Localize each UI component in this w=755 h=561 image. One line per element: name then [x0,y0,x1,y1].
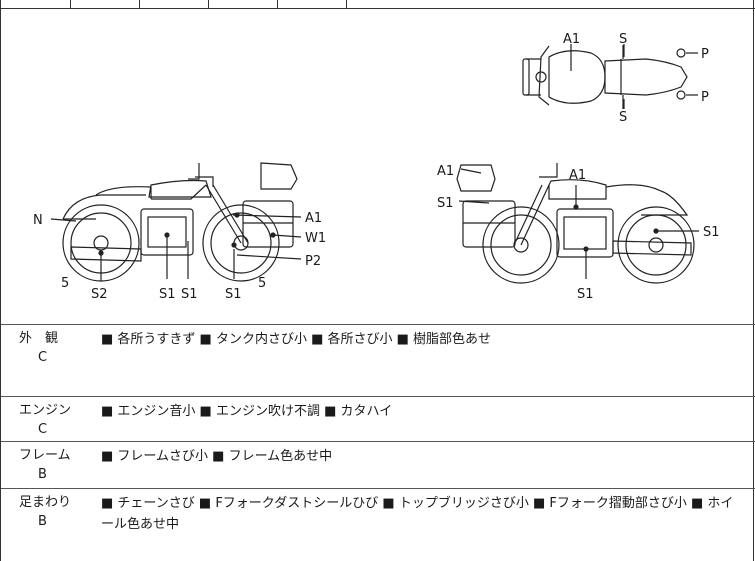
condition-notes: ■ 各所うすきず ■ タンク内さび小 ■ 各所さび小 ■ 樹脂部色あせ [101,332,492,347]
condition-notes: ■ エンジン音小 ■ エンジン吹け不調 ■ カタハイ [101,404,393,419]
top-view-motorcycle [522,45,688,109]
callout-label: P2 [305,254,321,269]
callout-label: W1 [305,231,326,246]
row-category: フレーム B [19,446,89,484]
header-cell [139,0,209,9]
condition-row-frame: フレーム B ■ フレームさび小 ■ フレーム色あせ中 [1,441,755,488]
category-grade: C [38,422,48,437]
header-strip [1,0,755,9]
callout-label: S1 [437,196,454,211]
marker-dot [676,90,686,100]
header-cell [1,0,71,9]
marker-dot [676,48,686,58]
callout-label: N [33,213,43,228]
callout-label: A1 [437,164,454,179]
damage-diagram: A1 S S P P N A1 W1 P2 5 S2 S1 S1 S1 5 A1… [1,9,755,324]
callout-label: P [701,90,709,105]
right-side-motorcycle [456,163,695,284]
callout-label: S1 [181,287,198,302]
row-category: 足まわり B [19,493,89,531]
category-name: 外 観 [19,331,59,346]
category-name: 足まわり [19,495,72,510]
header-cell [277,0,347,9]
callout-label: A1 [569,168,586,183]
condition-notes: ■ フレームさび小 ■ フレーム色あせ中 [101,449,333,464]
row-category: 外 観 C [19,329,89,367]
callout-label: S1 [225,287,242,302]
left-side-motorcycle [62,162,298,282]
condition-notes: ■ チェーンさび ■ Fフォークダストシールひび ■ トップブリッジさび小 ■ … [101,496,734,532]
callout-label: S1 [577,287,594,302]
callout-label: 5 [61,276,69,291]
header-cell [208,0,278,9]
header-cell [70,0,140,9]
category-grade: B [38,514,47,529]
motorcycle-diagram-svg: A1 S S P P N A1 W1 P2 5 S2 S1 S1 S1 5 A1… [33,32,720,302]
callout-label: S [619,32,627,47]
category-name: エンジン [19,403,72,418]
row-category: エンジン C [19,401,89,439]
condition-row-suspension: 足まわり B ■ チェーンさび ■ Fフォークダストシールひび ■ トップブリッ… [1,488,755,561]
callout-label: A1 [305,211,322,226]
callout-label: P [701,47,709,62]
callout-label: S2 [91,287,108,302]
condition-row-exterior: 外 観 C ■ 各所うすきず ■ タンク内さび小 ■ 各所さび小 ■ 樹脂部色あ… [1,324,755,396]
category-name: フレーム [19,448,71,463]
callout-label: A1 [563,32,580,47]
condition-row-engine: エンジン C ■ エンジン音小 ■ エンジン吹け不調 ■ カタハイ [1,396,755,441]
callout-label: S1 [159,287,176,302]
category-grade: B [38,467,47,482]
category-grade: C [38,350,48,365]
callout-label: S1 [703,225,720,240]
callout-label: 5 [258,276,266,291]
callout-label: S [619,110,627,125]
